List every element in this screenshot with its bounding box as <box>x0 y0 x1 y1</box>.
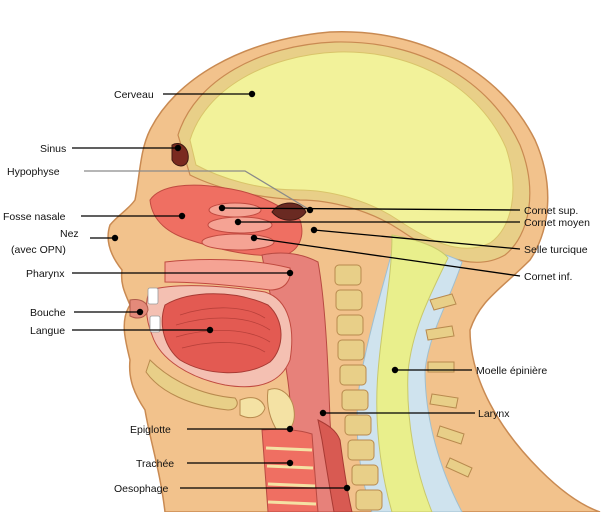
label-cornet-inf: Cornet inf. <box>524 271 572 283</box>
label-moelle-epiniere: Moelle épinière <box>476 365 547 377</box>
label-pharynx: Pharynx <box>26 268 65 280</box>
label-cerveau: Cerveau <box>114 89 154 101</box>
label-fosse-nasale: Fosse nasale <box>3 211 66 223</box>
label-nez: Nez <box>60 228 79 240</box>
label-larynx: Larynx <box>478 408 510 420</box>
label-oesophage: Oesophage <box>114 483 168 495</box>
label-bouche: Bouche <box>30 307 66 319</box>
label-hypophyse: Hypophyse <box>7 166 60 178</box>
label-trachee: Trachée <box>136 458 174 470</box>
label-nez-opn: (avec OPN) <box>11 244 66 256</box>
label-sinus: Sinus <box>40 143 66 155</box>
label-cornet-moyen: Cornet moyen <box>524 217 590 229</box>
trachea <box>262 429 318 512</box>
label-langue: Langue <box>30 325 65 337</box>
label-epiglotte: Epiglotte <box>130 424 171 436</box>
label-selle-turcique: Selle turcique <box>524 244 588 256</box>
label-cornet-sup: Cornet sup. <box>524 205 578 217</box>
